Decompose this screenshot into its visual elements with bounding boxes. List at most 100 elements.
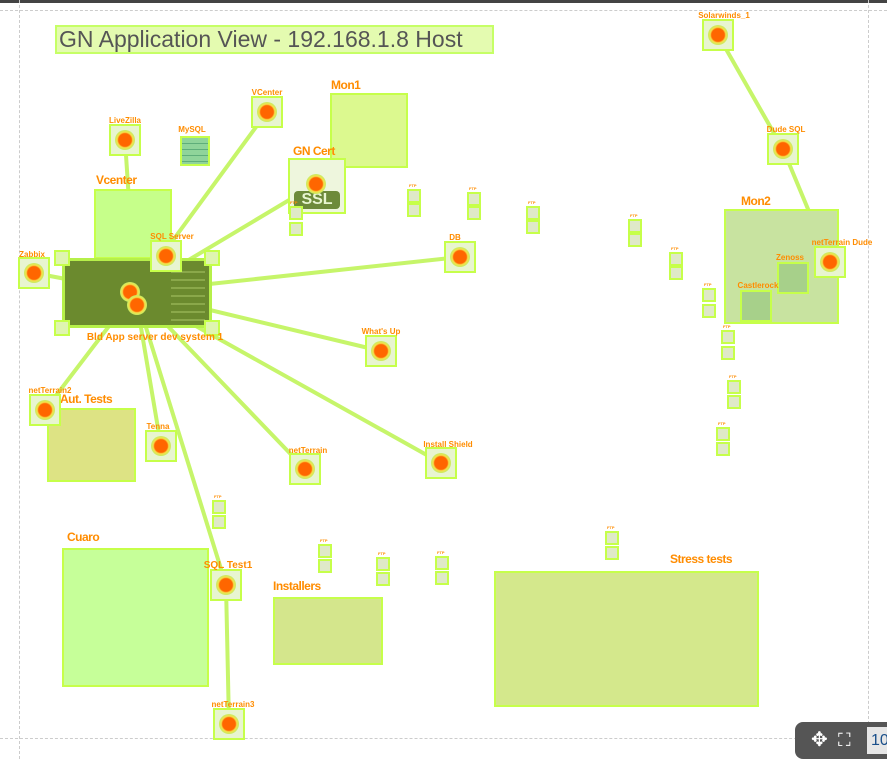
user-node[interactable] bbox=[467, 206, 481, 220]
castlerock-node[interactable] bbox=[740, 290, 772, 322]
user-node[interactable] bbox=[669, 266, 683, 280]
node-label: FTP bbox=[671, 246, 679, 251]
group-mon1[interactable] bbox=[330, 93, 408, 168]
whats-up-node[interactable] bbox=[365, 335, 397, 367]
node-label: Bld App server dev system 1 bbox=[86, 332, 224, 343]
ftp-node[interactable] bbox=[526, 206, 540, 220]
zenoss-node[interactable] bbox=[777, 262, 809, 294]
node-label: netTerrain3 bbox=[211, 700, 255, 709]
zabbix-node[interactable] bbox=[18, 257, 50, 289]
node-label: FTP bbox=[469, 186, 477, 191]
user-node[interactable] bbox=[318, 559, 332, 573]
ftp-node[interactable] bbox=[376, 557, 390, 571]
node-label: LiveZilla bbox=[108, 116, 142, 125]
node-label: FTP bbox=[290, 200, 298, 205]
group-label: Mon2 bbox=[741, 194, 771, 208]
node-label: Solarwinds_1 bbox=[698, 11, 750, 20]
mysql-node-database-icon[interactable] bbox=[180, 136, 210, 166]
ftp-node[interactable] bbox=[628, 219, 642, 233]
ftp-node[interactable] bbox=[669, 252, 683, 266]
user-node[interactable] bbox=[212, 515, 226, 529]
group-cuaro[interactable] bbox=[62, 548, 209, 687]
group-label: Vcenter bbox=[96, 173, 137, 187]
page-guide bbox=[868, 0, 869, 759]
user-node[interactable] bbox=[702, 304, 716, 318]
node-label: MySQL bbox=[178, 125, 206, 134]
node-label: FTP bbox=[704, 282, 712, 287]
group-installers[interactable] bbox=[273, 597, 383, 665]
view-controls: ✥ ⛶ 100% bbox=[795, 722, 887, 759]
user-node[interactable] bbox=[289, 222, 303, 236]
install-shield-node[interactable] bbox=[425, 447, 457, 479]
resize-handle[interactable] bbox=[204, 320, 220, 336]
user-node[interactable] bbox=[721, 346, 735, 360]
ftp-node[interactable] bbox=[212, 500, 226, 514]
node-label: FTP bbox=[718, 421, 726, 426]
ssl-icon: SSL bbox=[294, 191, 340, 209]
solarwinds-node[interactable] bbox=[702, 19, 734, 51]
link bbox=[224, 583, 231, 726]
ftp-node[interactable] bbox=[407, 189, 421, 203]
dude-sql-node[interactable] bbox=[767, 133, 799, 165]
node-label: FTP bbox=[437, 550, 445, 555]
vcenter-node[interactable] bbox=[251, 96, 283, 128]
user-node[interactable] bbox=[727, 395, 741, 409]
node-label: FTP bbox=[214, 494, 222, 499]
node-label: Zenoss bbox=[775, 253, 805, 262]
resize-handle[interactable] bbox=[54, 250, 70, 266]
netterrain2-node[interactable] bbox=[29, 394, 61, 426]
node-label: Tenna bbox=[146, 422, 170, 431]
user-node[interactable] bbox=[435, 571, 449, 585]
ftp-node[interactable] bbox=[467, 192, 481, 206]
ftp-node[interactable] bbox=[318, 544, 332, 558]
node-label: Zabbix bbox=[19, 250, 45, 259]
ftp-node[interactable] bbox=[716, 427, 730, 441]
zoom-level[interactable]: 100% bbox=[867, 727, 887, 754]
ftp-node[interactable] bbox=[435, 556, 449, 570]
node-label: netTerrain2 bbox=[28, 386, 72, 395]
rack-icon bbox=[171, 265, 205, 321]
user-node[interactable] bbox=[407, 203, 421, 217]
fullscreen-icon[interactable]: ⛶ bbox=[838, 730, 851, 750]
ftp-node[interactable] bbox=[727, 380, 741, 394]
node-label: netTerrain Dude bbox=[811, 238, 873, 247]
group-aut-tests[interactable] bbox=[47, 408, 136, 482]
node-label: Castlerock bbox=[737, 281, 779, 290]
page-guide bbox=[0, 738, 887, 739]
ftp-node[interactable] bbox=[289, 206, 303, 220]
livezilla-node[interactable] bbox=[109, 124, 141, 156]
netterrain-dude-node[interactable] bbox=[814, 246, 846, 278]
netterrain3-node[interactable] bbox=[213, 708, 245, 740]
user-node[interactable] bbox=[526, 220, 540, 234]
ftp-node[interactable] bbox=[605, 531, 619, 545]
ftp-node[interactable] bbox=[702, 288, 716, 302]
group-label: Installers bbox=[273, 579, 321, 593]
user-node[interactable] bbox=[376, 572, 390, 586]
group-label: Aut. Tests bbox=[60, 392, 113, 406]
netterrain-node[interactable] bbox=[289, 453, 321, 485]
node-label: FTP bbox=[723, 324, 731, 329]
sql-server-node[interactable] bbox=[150, 240, 182, 272]
status-indicator bbox=[302, 170, 330, 198]
group-stress-tests[interactable] bbox=[494, 571, 759, 707]
ftp-node[interactable] bbox=[721, 330, 735, 344]
node-label: SQL Test1 bbox=[203, 560, 253, 571]
node-label: What's Up bbox=[361, 327, 401, 336]
group-label: Mon1 bbox=[331, 78, 361, 92]
group-label: Cuaro bbox=[67, 530, 100, 544]
user-node[interactable] bbox=[628, 233, 642, 247]
resize-handle[interactable] bbox=[54, 320, 70, 336]
node-label: FTP bbox=[607, 525, 615, 530]
view-title: GN Application View - 192.168.1.8 Host bbox=[55, 25, 494, 54]
tenna-node[interactable] bbox=[145, 430, 177, 462]
sql-test1-node[interactable] bbox=[210, 569, 242, 601]
db-node[interactable] bbox=[444, 241, 476, 273]
user-node[interactable] bbox=[605, 546, 619, 560]
node-label: FTP bbox=[729, 374, 737, 379]
node-label: FTP bbox=[528, 200, 536, 205]
status-indicator bbox=[123, 291, 151, 319]
node-label: netTerrain bbox=[288, 446, 328, 455]
move-icon[interactable]: ✥ bbox=[811, 729, 828, 751]
resize-handle[interactable] bbox=[204, 250, 220, 266]
user-node[interactable] bbox=[716, 442, 730, 456]
